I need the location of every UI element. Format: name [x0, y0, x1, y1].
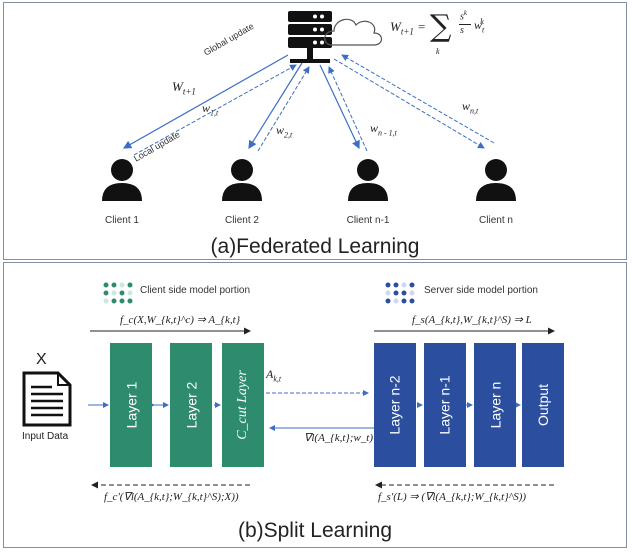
- person-icon: [476, 159, 516, 201]
- split-diagram-graphics: [22, 282, 555, 489]
- server-layer-n-minus-2: Layer n-2: [374, 343, 416, 467]
- client-label-n: Client n: [479, 215, 513, 226]
- cloud-icon: [324, 18, 383, 46]
- input-data-label: Input Data: [22, 431, 69, 442]
- client-forward-formula: f_c(X,W_{k,t}^c) ⇒ A_{k,t}: [120, 314, 241, 326]
- client-label-1: Client 1: [105, 215, 139, 226]
- aggregation-fraction-numerator: sk: [460, 9, 468, 23]
- aggregation-sum-symbol: ∑: [430, 9, 452, 44]
- document-icon: [22, 371, 72, 427]
- client-label-n-minus-1: Client n-1: [346, 215, 390, 226]
- federated-diagram-graphics: [102, 11, 516, 201]
- client-layer-1: Layer 1: [110, 343, 152, 467]
- client-layer-2: Layer 2: [170, 343, 212, 467]
- gradient-label: ∇l(A_{k,t};w_t): [304, 432, 374, 444]
- server-forward-formula: f_s(A_{k,t},W_{k,t}^S) ⇒ L: [412, 314, 532, 326]
- aggregation-sum-index: k: [436, 47, 440, 56]
- client-backward-formula: f_c'(∇l(A_{k,t};W_{k,t}^S);X)): [104, 491, 239, 503]
- server-backward-formula: f_s'(L) ⇒ (∇l(A_{k,t};W_{k,t}^S)): [378, 491, 527, 503]
- person-icon: [102, 159, 142, 201]
- aggregation-formula-lhs: Wt+1 =: [390, 19, 426, 37]
- client2-weight-label: w2,t: [276, 123, 293, 140]
- aggregation-fraction-denominator: s: [460, 25, 464, 36]
- server-layer-n-minus-1: Layer n-1: [424, 343, 466, 467]
- server-icon: [288, 11, 332, 63]
- federated-learning-panel: Wt+1 = ∑ k sk s wtk Global update Local …: [3, 2, 627, 260]
- server-legend-text: Server side model portion: [424, 285, 538, 296]
- server-output-layer: Output: [522, 343, 564, 467]
- server-layer-n: Layer n: [474, 343, 516, 467]
- split-caption: (b)Split Learning: [237, 519, 393, 542]
- aggregation-weight-term: wtk: [474, 17, 485, 35]
- activation-label: Ak,t: [266, 367, 282, 384]
- client-label-2: Client 2: [225, 215, 259, 226]
- client-legend-icon: [103, 282, 133, 304]
- client-cut-layer: C_cut Layer: [222, 343, 264, 467]
- server-legend-icon: [385, 282, 415, 304]
- federated-caption: (a)Federated Learning: [210, 235, 420, 258]
- person-icon: [348, 159, 388, 201]
- client-n-weight-label: wn,t: [462, 99, 479, 116]
- person-icon: [222, 159, 262, 201]
- split-learning-panel: Client side model portion Server side mo…: [3, 262, 627, 548]
- input-symbol: X: [36, 351, 47, 368]
- client-legend-text: Client side model portion: [140, 285, 251, 296]
- client-n-minus-1-weight-label: wn - 1,t: [370, 121, 397, 138]
- client1-weight-label: w1,t: [202, 101, 219, 118]
- fraction-bar: [459, 24, 471, 25]
- global-weight-label: Wt+1: [172, 79, 196, 97]
